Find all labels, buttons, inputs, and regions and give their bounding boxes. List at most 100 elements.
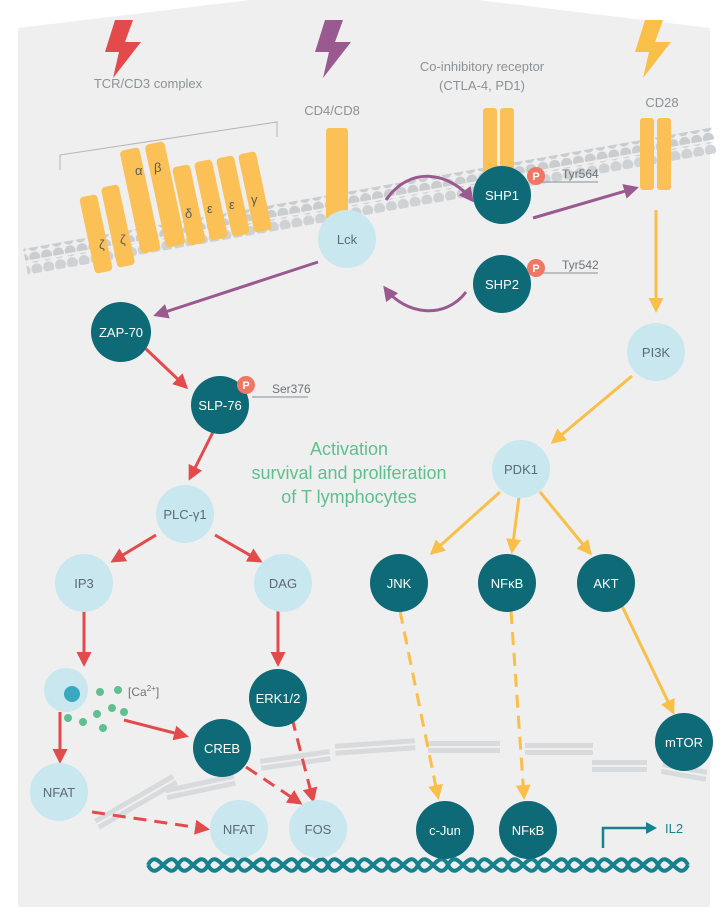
signal-bolt-yellow-icon [635, 20, 671, 78]
signal-bolt-red-icon [105, 20, 141, 78]
svg-text:AKT: AKT [593, 576, 618, 591]
svg-text:IP3: IP3 [74, 576, 94, 591]
calcium-ions [64, 686, 128, 732]
nuclear-membrane [94, 738, 708, 830]
cd28-receptor [640, 118, 671, 190]
node-fos: FOS [289, 800, 347, 858]
activation-line1: Activation [310, 439, 388, 459]
arrow-slp76-plcg1 [188, 429, 216, 481]
svg-text:PDK1: PDK1 [504, 462, 538, 477]
node-nfkb-nucleus: NFκB [499, 801, 557, 859]
svg-text:ZAP-70: ZAP-70 [99, 325, 143, 340]
node-pdk1: PDK1 [492, 440, 550, 498]
arrow-pi3k-pdk1 [550, 374, 633, 444]
phospho-site-ser376: Ser376 [272, 382, 311, 396]
svg-text:c-Jun: c-Jun [429, 823, 461, 838]
svg-text:γ: γ [251, 192, 258, 207]
arrow-erk-fos [290, 717, 318, 803]
node-akt: AKT [577, 554, 635, 612]
tcr-cd3-complex [79, 141, 272, 274]
svg-text:ERK1/2: ERK1/2 [256, 691, 301, 706]
calcium-store: [Ca2+] [44, 668, 159, 732]
il2-transcription-arrow: IL2 [601, 821, 683, 848]
node-nfat-cytoplasm: NFAT [30, 763, 88, 821]
signal-bolt-purple-icon [315, 20, 351, 78]
cd4-cd8-receptor [326, 128, 348, 228]
node-cjun: c-Jun [416, 801, 474, 859]
node-pi3k: PI3K [627, 323, 685, 381]
phospho-badge-slp76: P [237, 376, 255, 394]
node-shp2: SHP2 [473, 255, 531, 313]
svg-text:P: P [532, 263, 539, 275]
arrow-lck-shp1 [384, 174, 474, 203]
coinhibitory-label-line1: Co-inhibitory receptor [420, 59, 545, 74]
svg-text:NFκB: NFκB [491, 576, 524, 591]
cd4-cd8-label: CD4/CD8 [304, 103, 360, 118]
svg-text:SHP1: SHP1 [485, 188, 519, 203]
arrow-shp-cd28 [532, 184, 639, 220]
svg-text:CREB: CREB [204, 741, 240, 756]
node-zap70: ZAP-70 [91, 302, 151, 362]
node-nfkb-cytoplasm: NFκB [478, 554, 536, 612]
svg-text:FOS: FOS [305, 822, 332, 837]
phospho-site-tyr542: Tyr542 [562, 258, 599, 272]
arrow-pdk1-nfkb [506, 496, 521, 554]
arrow-plcg1-dag [214, 533, 263, 563]
svg-text:SLP-76: SLP-76 [198, 398, 241, 413]
phospho-site-lines [252, 181, 598, 398]
svg-text:JNK: JNK [387, 576, 412, 591]
gene-label-il2: IL2 [665, 821, 683, 836]
arrow-ca-creb [123, 718, 189, 741]
arrow-pdk1-jnk [429, 490, 502, 556]
svg-text:SHP2: SHP2 [485, 277, 519, 292]
arrows-yellow-dashed [398, 610, 531, 800]
coinhibitory-label-line2: (CTLA-4, PD1) [439, 78, 525, 93]
svg-text:mTOR: mTOR [665, 735, 703, 750]
svg-text:NFκB: NFκB [512, 823, 545, 838]
node-nfat-nucleus: NFAT [210, 800, 268, 858]
arrows-yellow [429, 210, 675, 715]
arrow-plcg1-ip3 [110, 533, 157, 563]
svg-text:PLC-γ1: PLC-γ1 [163, 507, 206, 522]
dna-helix [146, 857, 690, 873]
node-dag: DAG [254, 554, 312, 612]
svg-text:Lck: Lck [337, 232, 358, 247]
activation-line2: survival and proliferation [251, 463, 446, 483]
svg-text:δ: δ [185, 206, 192, 221]
svg-text:ε: ε [207, 201, 213, 216]
cd28-label: CD28 [645, 95, 678, 110]
activation-text: Activation survival and proliferation of… [251, 439, 446, 507]
arrow-akt-mtor [620, 605, 675, 715]
calcium-label: [Ca2+] [128, 684, 159, 699]
svg-text:NFAT: NFAT [223, 822, 255, 837]
svg-text:DAG: DAG [269, 576, 297, 591]
phospho-badge-shp1: P [527, 167, 545, 185]
tcr-cd3-label: TCR/CD3 complex [94, 76, 203, 91]
node-creb: CREB [193, 719, 251, 777]
svg-text:α: α [135, 163, 143, 178]
svg-text:P: P [532, 171, 539, 183]
arrow-creb-fos [245, 765, 303, 805]
arrow-pdk1-akt [538, 491, 592, 556]
arrow-shp2-lck [383, 285, 468, 313]
svg-text:ζ: ζ [99, 237, 105, 252]
arrows-purple [153, 174, 639, 319]
arrows-red-dashed [91, 717, 318, 835]
arrow-jnk-cjun [398, 610, 443, 800]
arrows-red [52, 346, 286, 764]
node-ip3: IP3 [55, 554, 113, 612]
node-erk: ERK1/2 [249, 669, 307, 727]
activation-line3: of T lymphocytes [281, 487, 416, 507]
svg-text:PI3K: PI3K [642, 345, 671, 360]
tcr-bracket [59, 121, 278, 170]
node-slp76: SLP-76 [191, 376, 249, 434]
arrow-zap70-slp76 [143, 346, 189, 390]
node-shp1: SHP1 [473, 166, 531, 224]
node-mtor: mTOR [655, 713, 713, 771]
phospho-badge-shp2: P [527, 259, 545, 277]
arrow-lck-zap70 [153, 260, 319, 319]
phospho-site-tyr564: Tyr564 [562, 167, 599, 181]
arrow-nfkb-nucleus [509, 610, 531, 800]
